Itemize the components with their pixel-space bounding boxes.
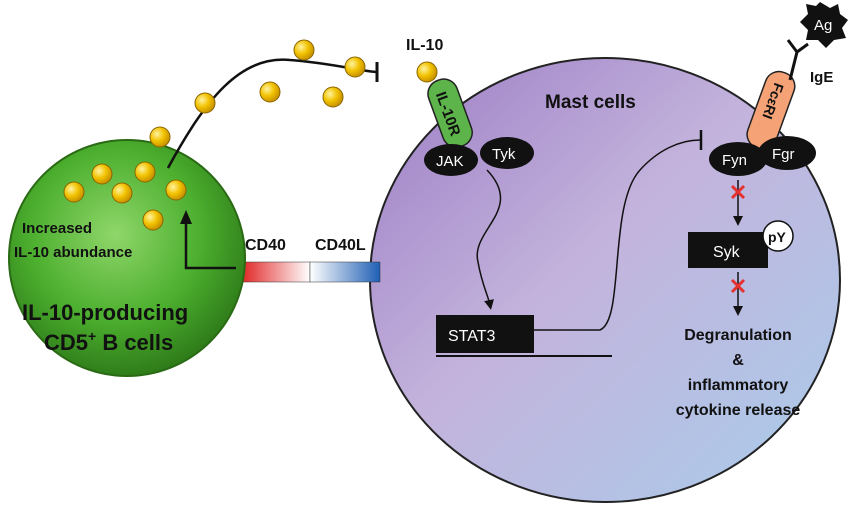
stat3-inhibition-curve [534,139,701,331]
block-x-icon [730,184,746,200]
antigen [800,2,848,48]
b-cell-increased-label: Increased [22,220,92,237]
ag-label: Ag [814,17,832,34]
il10-molecule [165,179,187,201]
py-label: pY [768,229,787,245]
jak-ellipse [424,144,478,176]
outcome-line4: cytokine release [676,402,801,419]
il10-label: IL-10 [406,37,443,54]
increase-arrow [184,220,236,270]
il10-molecule [194,92,216,114]
il10-molecule [344,56,366,78]
outcome-line2: & [732,352,744,369]
b-cell-abundance-label: IL-10 abundance [14,244,132,261]
jak-label: JAK [436,153,464,170]
ige-label: IgE [810,69,833,86]
fyn-ellipse [709,142,767,176]
superscript-plus: + [88,328,96,344]
tyk-label: Tyk [492,146,516,163]
stat3-box [436,315,534,353]
tyk-to-stat3-arrow [476,169,502,310]
il10-secretion-curve [166,58,377,169]
il10-molecule [134,161,156,183]
block-x-icon [730,278,746,294]
il10-molecule [259,81,281,103]
fceri-receptor: FcεRI [746,70,796,150]
phosphotyrosine-badge [762,220,794,252]
il10-molecule [142,209,164,231]
ige-antibody [786,39,809,81]
cd40l-label: CD40L [315,237,366,254]
tyk-ellipse [480,137,534,169]
il10-molecule [91,163,113,185]
b-cell-title-line2: CD5+ B cells [44,328,173,355]
il10-molecule [63,181,85,203]
il10-ligand [416,61,438,83]
outcome-line1: Degranulation [684,327,792,344]
mast-cell-title: Mast cells [545,92,636,113]
il10-molecule [111,182,133,204]
syk-box [688,232,768,268]
il10-molecule [293,39,315,61]
cd40-label: CD40 [245,237,286,254]
b-cell-title-line1: IL-10-producing [22,300,188,325]
syk-label: Syk [713,244,741,261]
cd40l-bar [309,261,381,283]
outcome-line3: inflammatory [688,377,789,394]
fgr-ellipse [758,136,816,170]
stat3-label: STAT3 [448,328,496,345]
cd40-bar [239,261,311,283]
fgr-label: Fgr [772,146,795,163]
il10-molecule [322,86,344,108]
increase-arrowhead [180,210,192,224]
il10-molecule [149,126,171,148]
fyn-label: Fyn [722,152,747,169]
